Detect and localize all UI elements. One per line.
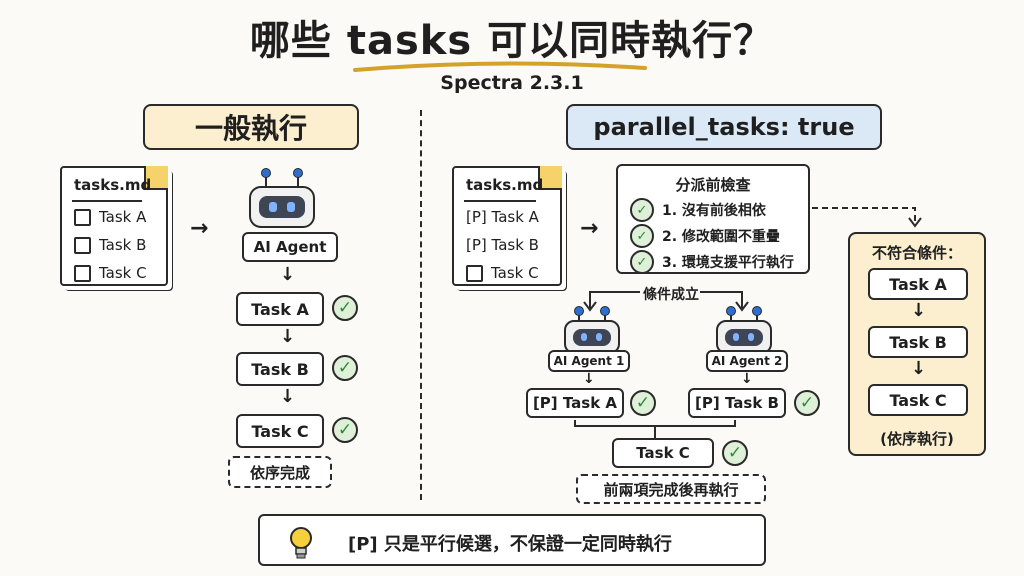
check-item: ✓ 3. 環境支援平行執行: [630, 250, 794, 274]
step-task: Task C: [236, 414, 324, 448]
robot-icon: [712, 306, 776, 354]
page-subtitle: Spectra 2.3.1: [440, 72, 584, 94]
lightbulb-icon: [290, 527, 312, 559]
doc-item-label: Task B: [99, 236, 147, 254]
doc-title: tasks.md: [466, 176, 544, 194]
arrow-right-icon: →: [190, 216, 209, 241]
check-panel: 分派前檢查 ✓ 1. 沒有前後相依 ✓ 2. 修改範圍不重疊 ✓ 3. 環境支援平行執…: [616, 164, 810, 274]
dashed-connector: [812, 207, 922, 228]
merge-lines: [574, 420, 736, 438]
arrow-down-icon: ↓: [741, 371, 753, 387]
check-panel-title: 分派前檢查: [675, 176, 751, 194]
arrow-down-icon: ↓: [280, 326, 296, 347]
checkbox-icon: [74, 264, 91, 282]
check-item-label: 2. 修改範圍不重疊: [662, 229, 780, 245]
step-task: Task B: [236, 352, 324, 386]
check-circle-icon: ✓: [630, 198, 654, 222]
parallel-task-b: [P] Task B: [688, 388, 786, 418]
tip-banner: [P] 只是平行候選，不保證一定同時執行: [258, 514, 766, 566]
fallback-task: Task B: [868, 326, 968, 358]
fallback-task: Task C: [868, 384, 968, 416]
fallback-note: (依序執行): [880, 430, 954, 448]
result-note: 依序完成: [228, 456, 332, 488]
agent-label: AI Agent: [242, 232, 338, 262]
fallback-panel: 不符合條件： Task A ↓ Task B ↓ Task C (依序執行): [848, 232, 986, 456]
check-circle-icon: ✓: [332, 417, 358, 443]
check-circle-icon: ✓: [332, 295, 358, 321]
doc-fold-icon: [538, 166, 562, 190]
doc-divider: [464, 200, 536, 202]
robot-icon: [560, 306, 624, 354]
check-circle-icon: ✓: [722, 440, 748, 466]
doc-item: Task A: [74, 208, 146, 226]
doc-item-label: Task A: [99, 208, 147, 226]
doc-item-label: Task C: [491, 264, 539, 282]
check-item-label: 3. 環境支援平行執行: [662, 255, 794, 271]
check-circle-icon: ✓: [794, 390, 820, 416]
arrow-down-icon: ↓: [280, 264, 296, 285]
page-title: 哪些 tasks 可以同時執行？: [249, 18, 775, 64]
check-item: ✓ 2. 修改範圍不重疊: [630, 224, 780, 248]
check-circle-icon: ✓: [630, 224, 654, 248]
doc-item-label: Task C: [99, 264, 147, 282]
check-item: ✓ 1. 沒有前後相依: [630, 198, 766, 222]
doc-item: [P] Task B: [466, 236, 539, 254]
doc-item: [P] Task A: [466, 208, 539, 226]
fallback-task: Task A: [868, 268, 968, 300]
arrow-right-icon: →: [580, 216, 599, 241]
condition-label: 條件成立: [643, 287, 699, 303]
checkbox-icon: [466, 264, 483, 282]
task-c-after: Task C: [612, 438, 714, 468]
result-note-right: 前兩項完成後再執行: [576, 474, 766, 504]
checkbox-icon: [74, 236, 91, 254]
divider: [420, 110, 422, 500]
parallel-task-a: [P] Task A: [526, 388, 624, 418]
left-header: 一般執行: [143, 104, 359, 150]
right-tasks-doc: tasks.md [P] Task A [P] Task B Task C: [452, 166, 562, 286]
arrow-down-icon: ↓: [280, 386, 296, 407]
agent-1-label: AI Agent 1: [548, 350, 630, 372]
title-underline: [353, 61, 647, 72]
tip-text: [P] 只是平行候選，不保證一定同時執行: [348, 534, 672, 555]
doc-fold-icon: [144, 166, 168, 190]
fallback-title: 不符合條件：: [871, 244, 962, 262]
arrow-down-icon: ↓: [911, 300, 927, 321]
doc-divider: [72, 200, 142, 202]
arrow-down-icon: ↓: [583, 371, 595, 387]
checkbox-icon: [74, 208, 91, 226]
arrow-down-icon: ↓: [911, 358, 927, 379]
check-circle-icon: ✓: [332, 355, 358, 381]
robot-icon: [243, 168, 321, 230]
check-circle-icon: ✓: [630, 390, 656, 416]
doc-item: Task B: [74, 236, 146, 254]
doc-item: Task C: [466, 264, 539, 282]
doc-item: Task C: [74, 264, 147, 282]
check-item-label: 1. 沒有前後相依: [662, 203, 766, 219]
step-task: Task A: [236, 292, 324, 326]
agent-2-label: AI Agent 2: [706, 350, 788, 372]
check-circle-icon: ✓: [630, 250, 654, 274]
left-tasks-doc: tasks.md Task A Task B Task C: [60, 166, 168, 286]
fork-arrows: [583, 291, 749, 312]
right-header: parallel_tasks: true: [566, 104, 882, 150]
doc-title: tasks.md: [74, 176, 152, 194]
